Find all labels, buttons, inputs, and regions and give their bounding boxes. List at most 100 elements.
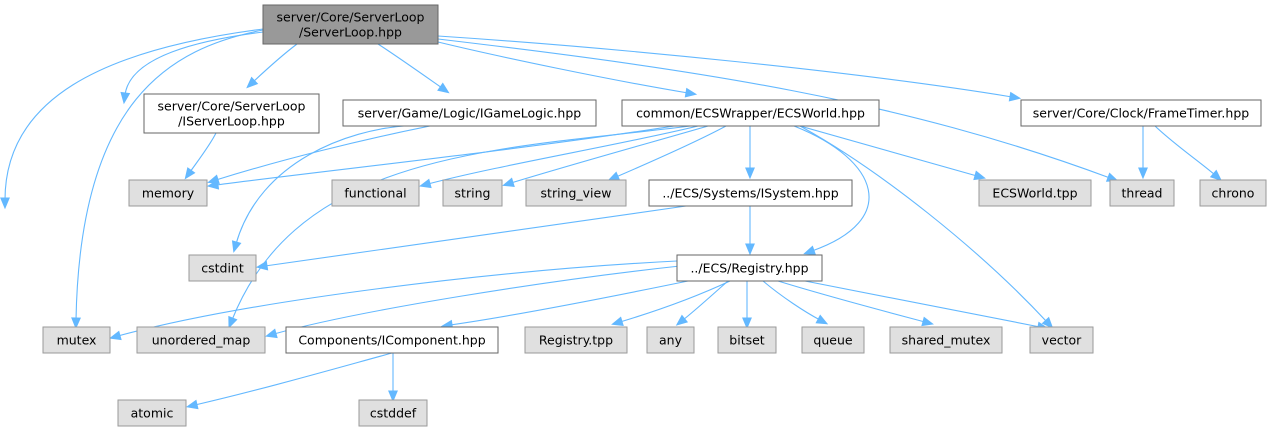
node-box (717, 326, 777, 354)
node-label: ../ECS/Registry.hpp (690, 261, 808, 276)
edge-ecsworld-to-vector (799, 125, 1054, 329)
node-label: bitset (729, 333, 765, 348)
node-ecsworld-tpp: ECSWorld.tpp (978, 179, 1092, 207)
edge-line (189, 132, 217, 173)
node-label: atomic (131, 406, 174, 421)
edge-registry-to-icomponent (440, 280, 689, 330)
edge-line (1154, 125, 1216, 176)
node-box (524, 326, 628, 354)
node-label: string_view (541, 186, 612, 201)
node-igamelogic[interactable]: server/Game/Logic/IGameLogic.hpp (342, 99, 597, 127)
edge-igamelogic-to-memory (207, 125, 431, 184)
edge-iserverloop-to-memory (184, 132, 217, 180)
node-thread: thread (1109, 179, 1175, 207)
edge-line (252, 43, 298, 83)
arrow-head-icon (120, 91, 131, 105)
arrow-head-icon (611, 316, 624, 327)
arrow-head-icon (231, 240, 242, 253)
node-label: string (455, 186, 491, 201)
node-label: cstddef (370, 406, 417, 421)
node-box (143, 93, 320, 134)
edge-registry-to-bitset (742, 280, 752, 330)
node-label: Components/IComponent.hpp (298, 333, 485, 348)
arrow-head-icon (1138, 167, 1148, 180)
edge-igamelogic-to-cstdint (231, 125, 405, 253)
edge-line (615, 125, 727, 178)
edge-root-to-frametimer (437, 35, 1022, 102)
arrow-head-icon (745, 243, 755, 256)
node-box (1109, 179, 1175, 207)
node-box (358, 399, 428, 427)
edge-line (231, 125, 691, 321)
edge-ecsworld-to-string_view (607, 125, 727, 181)
edges-layer (0, 28, 1223, 410)
edge-root-to-igamelogic (377, 43, 450, 94)
arrow-head-icon (185, 399, 199, 410)
node-frametimer[interactable]: server/Core/Clock/FrameTimer.hpp (1020, 99, 1262, 127)
node-cstdint: cstdint (188, 254, 257, 282)
edge-line (619, 280, 731, 323)
node-box (621, 99, 880, 127)
edge-line (75, 29, 264, 321)
node-label: server/Game/Logic/IGameLogic.hpp (358, 106, 581, 121)
edge-root-to-atomic (0, 28, 264, 210)
edge-line (437, 38, 1111, 179)
edge-line (4, 28, 264, 201)
edge-icomponent-to-atomic (185, 352, 393, 410)
edge-line (377, 43, 443, 89)
edge-registry-to-queue (762, 280, 829, 325)
node-label: server/Core/Clock/FrameTimer.hpp (1033, 106, 1249, 121)
edge-frametimer-to-chrono (1154, 125, 1223, 182)
edge-registry-to-registry_tpp (611, 280, 731, 327)
node-label: ECSWorld.tpp (992, 186, 1077, 201)
node-atomic: atomic (117, 399, 187, 427)
edge-ecsworld-to-ecsworld_tpp (799, 125, 986, 181)
node-box (188, 254, 257, 282)
edge-line (437, 41, 689, 94)
node-string-view: string_view (525, 179, 627, 207)
edge-line (777, 280, 926, 323)
node-isystem[interactable]: ../ECS/Systems/ISystem.hpp (648, 179, 853, 207)
node-cstddef: cstddef (358, 399, 428, 427)
edge-registry-to-mutex (109, 260, 678, 341)
edge-root-to-mutex (71, 29, 264, 330)
node-icomponent[interactable]: Components/IComponent.hpp (285, 326, 499, 354)
arrow-head-icon (502, 177, 515, 188)
node-ecsworld[interactable]: common/ECSWrapper/ECSWorld.hpp (621, 99, 880, 127)
node-label: unordered_map (152, 333, 251, 348)
edge-isystem-to-registry (745, 206, 755, 256)
node-box (262, 4, 439, 45)
node-label: mutex (57, 333, 97, 348)
edge-line (194, 352, 393, 406)
edge-ecsworld-to-unordered_map (228, 125, 691, 329)
node-box (331, 179, 420, 207)
arrow-head-icon (921, 316, 934, 327)
node-label: queue (813, 333, 852, 348)
edge-line (799, 125, 978, 177)
arrow-head-icon (684, 87, 698, 98)
node-box (1020, 99, 1262, 127)
node-label: thread (1122, 186, 1163, 201)
arrow-head-icon (803, 245, 817, 255)
node-box (117, 399, 187, 427)
arrow-head-icon (815, 314, 829, 325)
edge-registry-to-any (675, 280, 729, 326)
node-iserverloop[interactable]: server/Core/ServerLoop/IServerLoop.hpp (143, 93, 320, 134)
arrow-head-icon (71, 317, 81, 330)
node-registry[interactable]: ../ECS/Registry.hpp (676, 254, 823, 282)
arrow-head-icon (973, 170, 986, 181)
node-label: server/Core/ServerLoop (158, 99, 306, 114)
arrow-head-icon (184, 167, 196, 180)
node-box (648, 179, 853, 207)
node-root[interactable]: server/Core/ServerLoop/ServerLoop.hpp (262, 4, 439, 45)
edge-line (124, 31, 264, 96)
node-mutex: mutex (42, 326, 111, 354)
node-label: shared_mutex (902, 333, 991, 348)
arrow-head-icon (388, 390, 398, 403)
arrow-head-icon (109, 330, 122, 341)
node-box (128, 179, 208, 207)
edge-line (273, 265, 681, 335)
node-box (525, 179, 627, 207)
arrow-head-icon (437, 82, 450, 94)
